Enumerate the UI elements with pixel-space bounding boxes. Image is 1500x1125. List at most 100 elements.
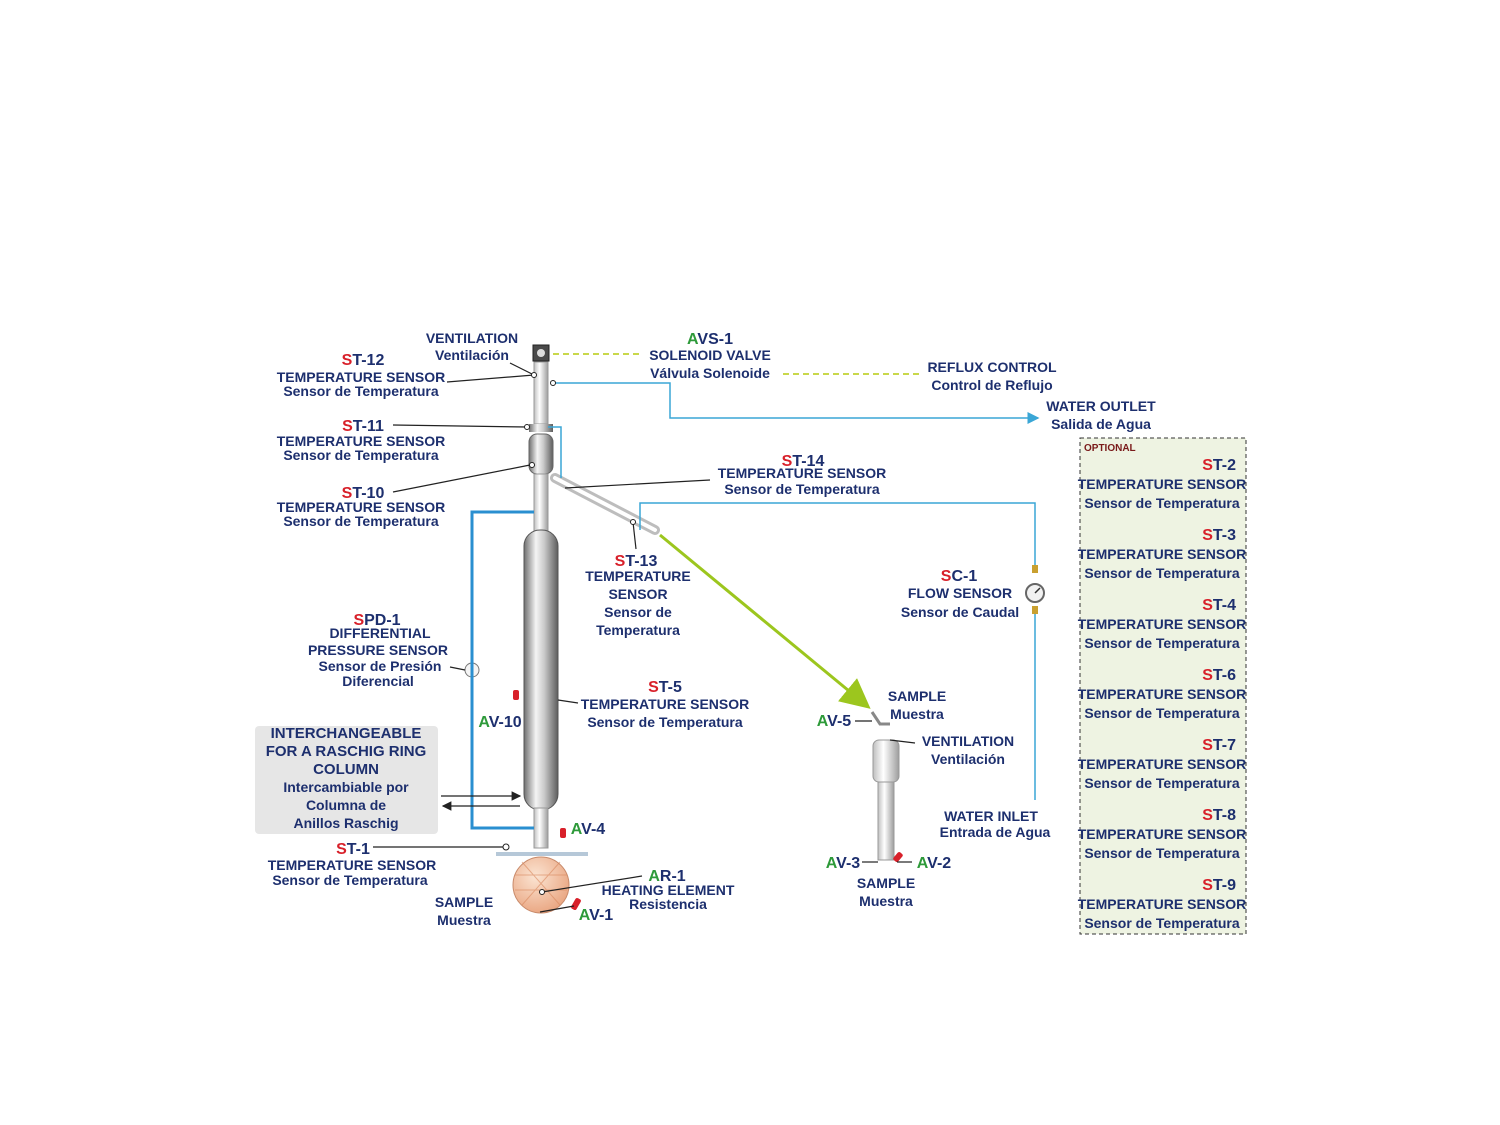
st11-sublabel: Sensor de Temperatura [283,447,439,463]
ar1-label: HEATING ELEMENT [602,882,735,898]
st10-label: TEMPERATURE SENSOR [277,499,446,515]
st14-sublabel: Sensor de Temperatura [724,481,880,497]
optional-item-label: TEMPERATURE SENSOR [1078,896,1247,912]
optional-item-code: ST-3 [1202,527,1236,544]
av10-code: AV-10 [478,714,521,731]
spd1-code: SPD-1 [353,612,400,629]
optional-item-sublabel: Sensor de Temperatura [1084,635,1240,651]
st12-sublabel: Sensor de Temperatura [283,383,439,399]
av5-code: AV-5 [817,713,851,730]
water-outlet-sublabel: Salida de Agua [1051,416,1151,432]
st13-label-line1: TEMPERATURE [585,568,691,584]
optional-item-label: TEMPERATURE SENSOR [1078,686,1247,702]
avs1-label: SOLENOID VALVE [649,347,771,363]
sample-left-label: SAMPLE [435,894,493,910]
st12-label: TEMPERATURE SENSOR [277,369,446,385]
av3-code: AV-3 [826,855,860,872]
optional-item-code: ST-2 [1202,457,1236,474]
optional-item-code: ST-9 [1202,877,1236,894]
av1-code: AV-1 [579,907,613,924]
av4-valve-icon [560,828,566,838]
optional-item-label: TEMPERATURE SENSOR [1078,826,1247,842]
interchangeable-line5: Columna de [306,797,386,813]
st1-label: TEMPERATURE SENSOR [268,857,437,873]
st13-sublabel-line1: Sensor de [604,604,672,620]
interchangeable-line3: COLUMN [313,761,379,778]
main-column [523,529,559,811]
optional-item-sublabel: Sensor de Temperatura [1084,705,1240,721]
optional-item-code: ST-8 [1202,807,1236,824]
st12-code: ST-12 [342,352,385,369]
st10-code: ST-10 [342,485,385,502]
st11-code: ST-11 [342,418,384,435]
collection-vessel [872,739,900,783]
st11-label: TEMPERATURE SENSOR [277,433,446,449]
connection-lines [373,353,1040,913]
sc1-code: SC-1 [941,568,978,585]
ventilation-top-label: VENTILATION [426,330,518,346]
optional-item-label: TEMPERATURE SENSOR [1078,546,1247,562]
spd1-label-line1: DIFFERENTIAL [329,625,431,641]
optional-item-label: TEMPERATURE SENSOR [1078,616,1247,632]
water-outlet-label: WATER OUTLET [1046,398,1156,414]
heating-element [496,852,588,856]
st13-label-line2: SENSOR [608,586,667,602]
interchangeable-line4: Intercambiable por [283,779,409,795]
optional-item-code: ST-7 [1202,737,1236,754]
avs1-sublabel: Válvula Solenoide [650,365,770,381]
water-inlet-sublabel: Entrada de Agua [940,824,1051,840]
optional-item-label: TEMPERATURE SENSOR [1078,476,1247,492]
st5-code: ST-5 [648,679,682,696]
av2-valve-icon [893,852,903,862]
optional-title: OPTIONAL [1084,443,1136,454]
optional-item-code: ST-6 [1202,667,1236,684]
av10-valve-icon [513,690,519,700]
interchangeable-line2: FOR A RASCHIG RING [266,743,427,760]
ar1-code: AR-1 [648,868,685,885]
reflux-control-sublabel: Control de Reflujo [931,377,1052,393]
sc1-sublabel: Sensor de Caudal [901,604,1019,620]
reflux-head [528,433,554,475]
ventilation-mid-sublabel: Ventilación [931,751,1005,767]
optional-panel-box [1079,437,1247,935]
optional-item-label: TEMPERATURE SENSOR [1078,756,1247,772]
top-tube [533,361,549,425]
optional-item-sublabel: Sensor de Temperatura [1084,845,1240,861]
optional-item-sublabel: Sensor de Temperatura [1084,915,1240,931]
sc1-label: FLOW SENSOR [908,585,1012,601]
st5-sublabel: Sensor de Temperatura [587,714,743,730]
avs1-code: AVS-1 [687,331,733,348]
interchangeable-line6: Anillos Raschig [293,815,398,831]
spd1-label-line2: PRESSURE SENSOR [308,642,448,658]
optional-item-code: ST-4 [1202,597,1236,614]
st1-code: ST-1 [336,841,370,858]
boiling-flask [512,856,570,914]
interchangeable-line1: INTERCHANGEABLE [271,725,422,742]
st5-label: TEMPERATURE SENSOR [581,696,750,712]
sample-bottom-label: SAMPLE [857,875,915,891]
st13-code: ST-13 [615,553,658,570]
sample-left-sublabel: Muestra [437,912,491,928]
water-inlet-label: WATER INLET [944,808,1038,824]
sample-mid-label: SAMPLE [888,688,946,704]
st1-sublabel: Sensor de Temperatura [272,872,428,888]
reflux-control-label: REFLUX CONTROL [927,359,1057,375]
st14-code: ST-14 [782,453,825,470]
sample-bottom-sublabel: Muestra [859,893,913,909]
ventilation-mid-label: VENTILATION [922,733,1014,749]
spd1-sublabel-line2: Diferencial [342,673,414,689]
optional-panel: OPTIONAL ST-2 TEMPERATURE SENSOR Sensor … [1078,437,1247,935]
optional-item-sublabel: Sensor de Temperatura [1084,565,1240,581]
st10-sublabel: Sensor de Temperatura [283,513,439,529]
av4-code: AV-4 [571,821,605,838]
optional-item-sublabel: Sensor de Temperatura [1084,495,1240,511]
ventilation-top-sublabel: Ventilación [435,347,509,363]
interchangeable-note-box [255,726,438,834]
spd1-sublabel-line1: Sensor de Presión [319,658,442,674]
equipment [464,344,1045,914]
st13-sublabel-line2: Temperatura [596,622,680,638]
ar1-sublabel: Resistencia [629,896,707,912]
optional-item-sublabel: Sensor de Temperatura [1084,775,1240,791]
sample-mid-sublabel: Muestra [890,706,944,722]
